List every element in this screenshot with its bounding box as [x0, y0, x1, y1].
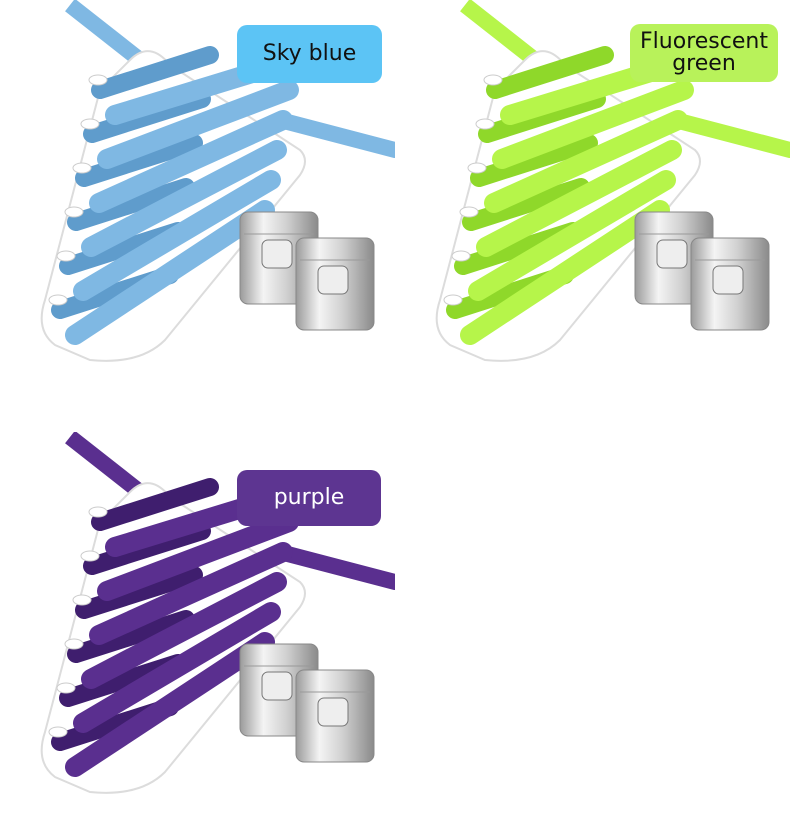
variant-sky-blue: Sky blue — [0, 0, 395, 400]
eyelet — [72, 594, 92, 606]
eyelet — [72, 162, 92, 174]
eyelet — [451, 250, 471, 262]
lace-cross-over — [73, 170, 281, 301]
lace-cross-over — [73, 602, 281, 733]
lace-cross-over — [97, 512, 299, 601]
clip-button — [261, 671, 293, 701]
eyelet — [467, 162, 487, 174]
lace-cross-under — [470, 134, 598, 187]
lace-cross-over — [468, 170, 676, 301]
lace-cross-over — [65, 632, 275, 777]
lace-end — [65, 432, 145, 499]
lace-end — [272, 544, 395, 590]
lace-cross-over — [81, 572, 287, 689]
lace-cross-under — [67, 610, 195, 663]
eyelet — [48, 726, 68, 738]
lace-cross-under — [91, 46, 219, 99]
color-label: purple — [237, 470, 381, 526]
lace-cross-under — [75, 566, 203, 619]
eyelet — [459, 206, 479, 218]
lace-cross-under — [91, 478, 219, 531]
lace-cross-under — [462, 178, 590, 231]
lace-cross-under — [75, 134, 203, 187]
eyelet — [64, 206, 84, 218]
clip-button — [712, 265, 744, 295]
eyelet — [80, 118, 100, 130]
eyelet — [483, 74, 503, 86]
lace-cross-under — [478, 90, 606, 143]
clip-button — [317, 697, 349, 727]
eyelet — [56, 250, 76, 262]
lace-end — [65, 0, 145, 67]
shoelace-image — [40, 0, 395, 362]
lace-cross-under — [67, 178, 195, 231]
eyelet — [88, 74, 108, 86]
lace-cross-under — [83, 522, 211, 575]
color-label: Sky blue — [237, 25, 382, 83]
lace-end — [667, 112, 790, 158]
eyelet — [80, 550, 100, 562]
lace-cross-over — [476, 140, 682, 257]
clip-button — [656, 239, 688, 269]
lace-cross-over — [81, 140, 287, 257]
eyelet — [48, 294, 68, 306]
clip-button — [261, 239, 293, 269]
eyelet — [64, 638, 84, 650]
eyelet — [443, 294, 463, 306]
lace-end — [460, 0, 540, 67]
eyelet — [88, 506, 108, 518]
lace-cross-under — [486, 46, 614, 99]
variant-fluorescent-green: Fluorescent green — [395, 0, 790, 400]
shoelace-image — [435, 0, 790, 362]
variant-purple: purple — [0, 432, 395, 832]
color-label: Fluorescent green — [630, 24, 778, 82]
lace-cross-over — [89, 110, 293, 213]
lace-cross-over — [89, 542, 293, 645]
lace-cross-over — [484, 110, 688, 213]
lace-cross-over — [492, 80, 694, 169]
lace-cross-over — [460, 200, 670, 345]
shoelace-image — [40, 432, 395, 794]
lace-cross-over — [97, 80, 299, 169]
lace-cross-under — [83, 90, 211, 143]
lace-end — [272, 112, 395, 158]
eyelet — [475, 118, 495, 130]
eyelet — [56, 682, 76, 694]
clip-button — [317, 265, 349, 295]
lace-cross-over — [65, 200, 275, 345]
